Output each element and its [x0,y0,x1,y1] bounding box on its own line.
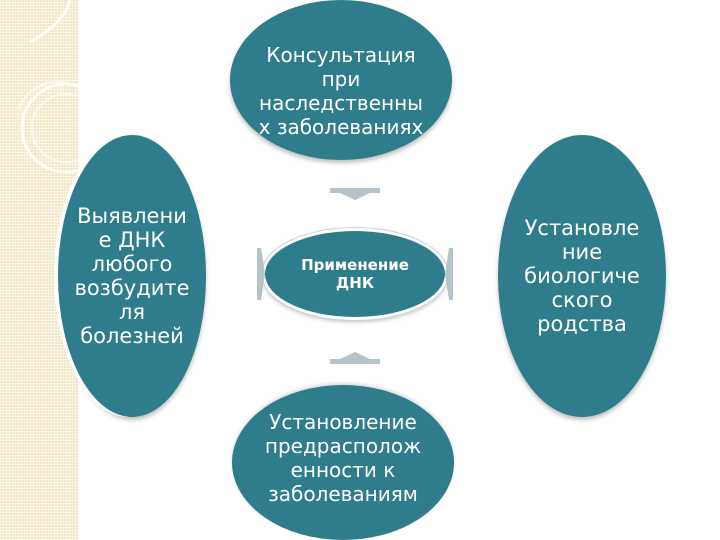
node-pathogen-detection-line: ля [118,300,146,324]
node-pathogen-detection: Выявлени е ДНК любого возбудите ля болез… [58,135,206,417]
node-pathogen-detection-line: Выявлени [77,204,187,228]
node-kinship-establishment-line: Установле [524,216,640,240]
node-consultation-line: х заболеваниях [258,115,424,139]
node-pathogen-detection-line: болезней [80,324,184,348]
node-kinship-establishment-line: биологиче [524,264,640,288]
node-kinship-establishment-line: ние [561,240,603,264]
arrow-left-to-center [445,248,453,300]
node-kinship-establishment: Установле ние биологиче ского родства [498,135,666,417]
node-consultation-line: наследственны [259,91,423,115]
node-predisposition: Установление предрасполож енности к забо… [232,385,454,540]
node-predisposition-line: предрасполож [264,433,422,458]
node-pathogen-detection-line: е ДНК [98,228,166,252]
node-predisposition-line: енности к [290,457,396,482]
arrow-up-to-center [330,352,380,364]
node-pathogen-detection-line: любого [91,252,173,276]
node-kinship-establishment-line: родства [537,312,627,336]
node-kinship-establishment-line: ского [551,288,613,312]
arrow-right-to-center [257,248,265,300]
decorative-swirl-ornament [17,0,112,174]
node-consultation-line: при [321,67,361,91]
node-pathogen-detection-line: возбудите [74,276,190,300]
node-consultation: Консультация при наследственны х заболев… [230,0,452,160]
node-dna-application-label: Применение ДНК [301,256,409,292]
node-dna-application: Применение ДНК [262,228,448,320]
arrow-down-to-center [330,188,380,200]
node-consultation-line: Консультация [266,43,416,67]
node-predisposition-line: Установление [269,409,417,434]
node-predisposition-line: заболеваниям [268,481,418,506]
